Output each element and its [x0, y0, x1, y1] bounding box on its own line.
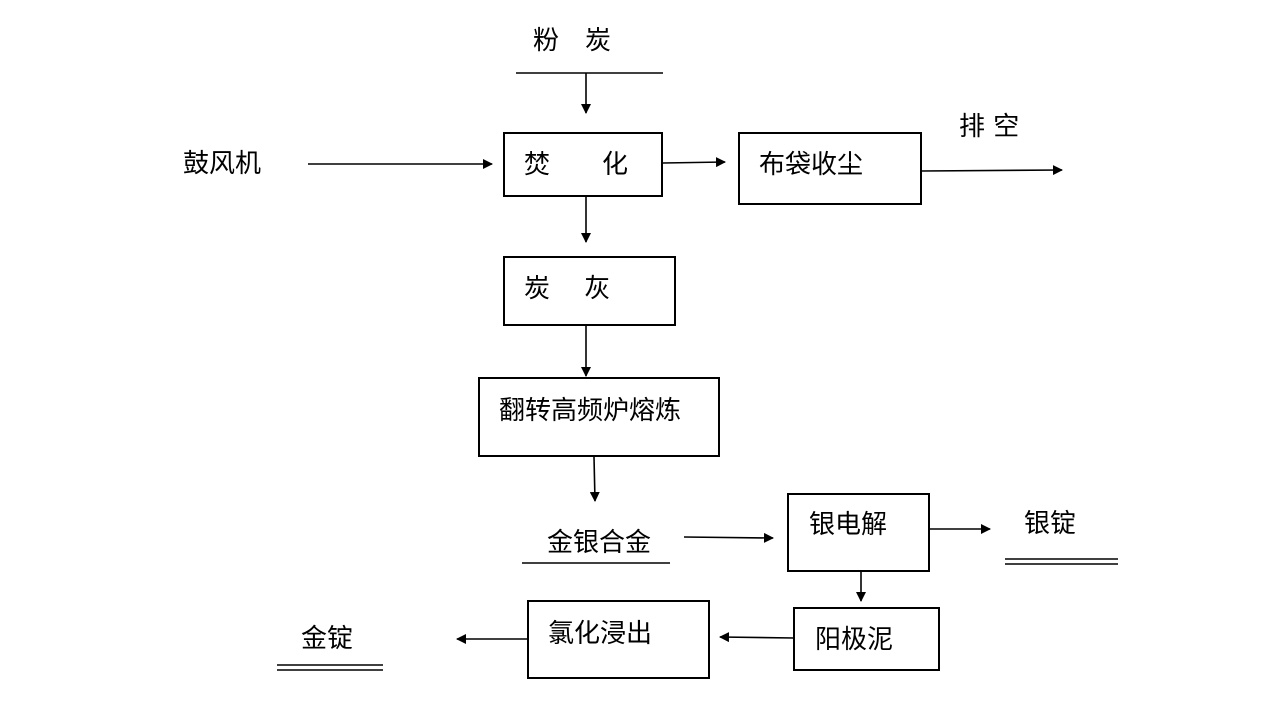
arrow-smelting-to-alloy [589, 456, 600, 502]
anode-slime-label: 阳极泥 [815, 625, 894, 655]
anode-slime-box [793, 607, 940, 671]
bag-dust-label: 布袋收尘 [759, 150, 864, 180]
powder-carbon-label: 粉 炭 [533, 26, 612, 56]
blower-label: 鼓风机 [183, 149, 262, 179]
arrow-alloy-to-electrolysis [683, 532, 774, 543]
bag-dust-box [738, 132, 922, 205]
carbon-ash-box [503, 256, 676, 326]
arrow-incineration-to-bag [662, 157, 726, 168]
alloy-label: 金银合金 [547, 528, 652, 558]
smelting-box [478, 377, 720, 457]
incineration-label: 焚 化 [524, 150, 629, 180]
arrow-slime-to-leach [719, 632, 795, 643]
carbon-ash-label: 炭 灰 [524, 274, 611, 304]
gold-ingot-label: 金锭 [301, 624, 354, 654]
vent-label: 排 空 [959, 112, 1020, 142]
arrow-bag-to-vent [921, 165, 1063, 176]
smelting-label: 翻转高频炉熔炼 [499, 396, 682, 426]
chlorination-leach-box [527, 600, 710, 679]
silver-ingot-label: 银锭 [1024, 509, 1077, 539]
silver-electrolysis-box [787, 493, 930, 572]
incineration-box [503, 132, 663, 197]
chlorination-leach-label: 氯化浸出 [548, 619, 653, 649]
silver-electrolysis-label: 银电解 [809, 510, 888, 540]
